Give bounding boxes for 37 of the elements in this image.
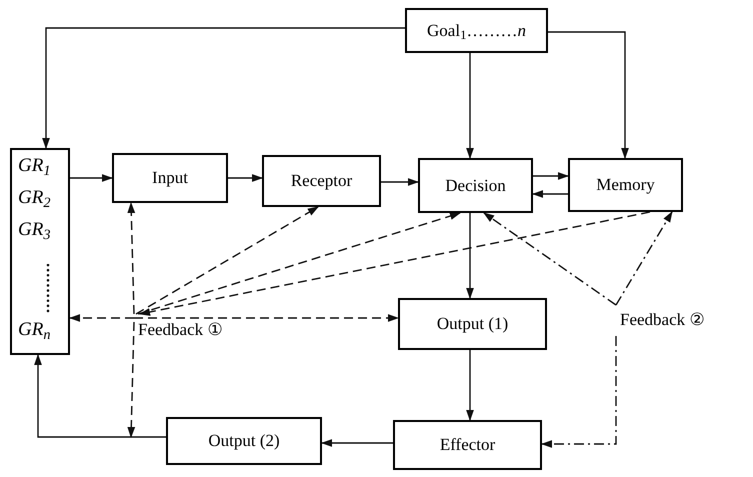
list-item: GR$_{1}$ bbox=[18, 156, 50, 175]
process-box: Output (2) bbox=[166, 417, 322, 465]
list-item: GR$_{3}$ bbox=[18, 220, 50, 239]
arrow bbox=[138, 211, 650, 316]
process-box: Memory bbox=[568, 158, 683, 212]
process-box: Output (1) bbox=[398, 298, 547, 350]
arrow bbox=[228, 174, 264, 182]
arrow bbox=[466, 350, 474, 422]
arrow bbox=[466, 53, 474, 160]
arrow bbox=[540, 336, 617, 448]
arrow bbox=[70, 174, 114, 182]
arrow bbox=[548, 31, 629, 160]
process-box: Input bbox=[112, 153, 228, 203]
process-box: Goal$_{1}$………n bbox=[405, 8, 548, 53]
process-box: Receptor bbox=[262, 155, 381, 207]
arrow bbox=[483, 212, 616, 306]
list-item: GR$_{2}$ bbox=[18, 188, 50, 207]
arrow bbox=[138, 212, 462, 315]
arrow bbox=[381, 178, 420, 186]
process-box: Effector bbox=[393, 420, 542, 470]
arrow bbox=[127, 322, 136, 438]
list-item: GR$_{n}$ bbox=[18, 320, 50, 339]
feedback-label: Feedback ② bbox=[616, 304, 746, 336]
arrow bbox=[68, 314, 134, 322]
arrow bbox=[134, 314, 400, 322]
arrow bbox=[42, 27, 405, 150]
goal-list-box bbox=[10, 148, 70, 355]
arrow bbox=[466, 213, 474, 300]
arrow bbox=[136, 206, 319, 315]
feedback-label: Feedback ① bbox=[134, 314, 260, 346]
arrow bbox=[533, 172, 570, 180]
arrow bbox=[34, 354, 166, 438]
arrow bbox=[532, 190, 568, 198]
arrow bbox=[127, 202, 136, 314]
process-box: Decision bbox=[418, 158, 533, 213]
arrow bbox=[320, 439, 393, 447]
arrow bbox=[615, 211, 673, 306]
